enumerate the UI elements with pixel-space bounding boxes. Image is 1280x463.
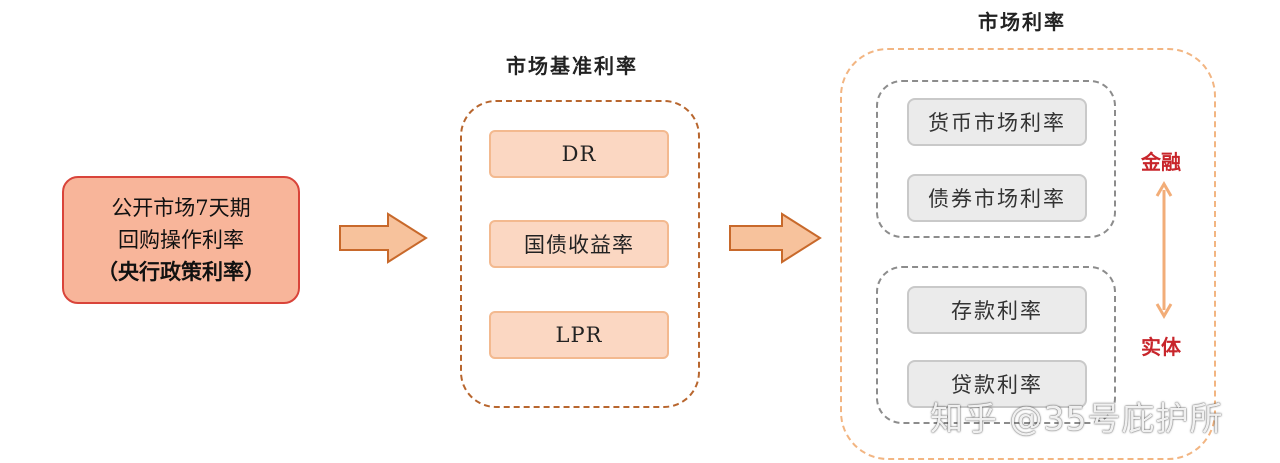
benchmark-item-treasury-yield: 国债收益率 [489,220,669,268]
policy-rate-box: 公开市场7天期 回购操作利率 （央行政策利率） [62,176,300,304]
policy-rate-line3: （央行政策利率） [97,259,265,284]
market-group [840,48,1216,460]
label-real-economy: 实体 [1141,335,1181,359]
benchmark-group [460,100,700,408]
double-arrow-icon [1155,181,1173,319]
label-financial: 金融 [1141,150,1181,174]
arrow-right-icon [339,212,428,264]
market-title: 市场利率 [978,10,1066,34]
benchmark-item-dr: DR [489,130,669,178]
deposit-rate: 存款利率 [907,286,1087,334]
financial-rates-group [876,80,1116,238]
watermark: 知乎 @35号庇护所 [930,399,1224,438]
benchmark-title: 市场基准利率 [506,54,638,78]
benchmark-item-lpr: LPR [489,311,669,359]
loan-rate: 贷款利率 [907,360,1087,408]
policy-rate-line1: 公开市场7天期 [111,196,251,220]
bond-market-rate: 债券市场利率 [907,174,1087,222]
real-economy-rates-group [876,266,1116,424]
arrow-right-icon [729,212,822,264]
policy-rate-line2: 回购操作利率 [118,228,244,252]
money-market-rate: 货币市场利率 [907,98,1087,146]
